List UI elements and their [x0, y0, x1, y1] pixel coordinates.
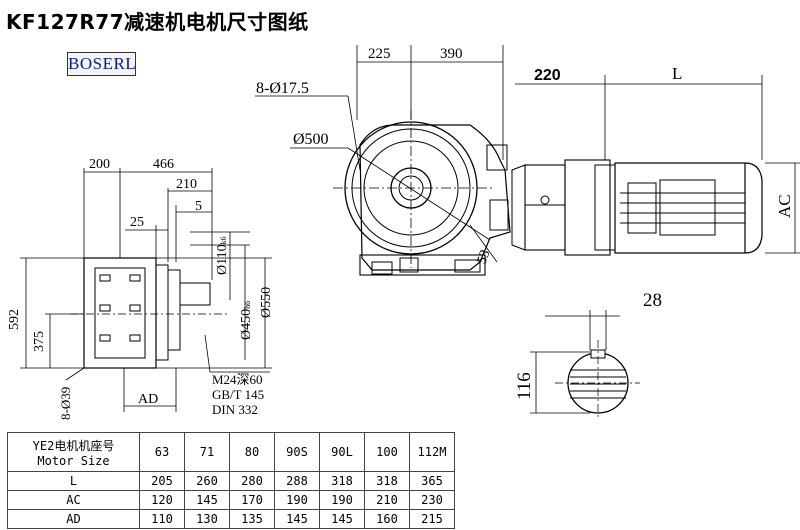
table-cell: 110 [139, 509, 185, 529]
dim-450: Ø450h6 [239, 301, 254, 340]
dim-220: 220 [534, 67, 561, 84]
dim-28: 28 [643, 290, 662, 311]
standard-din: DIN 332 [212, 402, 258, 417]
motor-body [511, 159, 763, 256]
brand-logo: BOSERL [67, 52, 136, 76]
table-cell: 160 [364, 509, 410, 529]
dim-25: 25 [130, 215, 144, 230]
table-header-cell: 90L [319, 432, 365, 472]
motor-size-table: YE2电机机座号 Motor Size 63 71 80 90S 90L 100… [7, 432, 455, 529]
table-header-cell: 80 [229, 432, 275, 472]
table-header-row: YE2电机机座号 Motor Size 63 71 80 90S 90L 100… [7, 432, 455, 472]
dim-375: 375 [32, 331, 47, 352]
table-header-cell: 90S [274, 432, 320, 472]
table-header-cell: 100 [364, 432, 410, 472]
table-header-cell: 63 [139, 432, 185, 472]
table-cell: 135 [229, 509, 275, 529]
dim-53: 53 [475, 248, 494, 266]
table-cell: 120 [139, 490, 185, 510]
table-row: L 205 260 280 288 318 318 365 [7, 471, 455, 491]
dim-110: Ø110k6 [215, 236, 230, 275]
table-cell: 210 [364, 490, 410, 510]
table-header-cell: 112M [409, 432, 455, 472]
dim-AC: AC [775, 194, 794, 218]
side-dimensions [20, 168, 272, 412]
table-cell: 280 [229, 471, 275, 491]
top-dimensions [255, 45, 800, 263]
table-header-cell: 71 [184, 432, 230, 472]
dim-466: 466 [153, 157, 174, 172]
table-cell: 288 [274, 471, 320, 491]
table-cell: 205 [139, 471, 185, 491]
table-cell: 215 [409, 509, 455, 529]
table-cell: 130 [184, 509, 230, 529]
dim-holes-17-5: 8-Ø17.5 [256, 80, 309, 97]
table-row-label: AD [7, 509, 140, 529]
shaft-section [530, 310, 640, 420]
table-cell: 318 [319, 471, 365, 491]
table-row-label: AC [7, 490, 140, 510]
dim-116: 116 [514, 372, 535, 400]
dim-592: 592 [7, 309, 22, 330]
table-cell: 145 [274, 509, 320, 529]
dim-390: 390 [440, 46, 463, 62]
table-cell: 190 [319, 490, 365, 510]
table-cell: 145 [184, 490, 230, 510]
table-row: AD 110 130 135 145 145 160 215 [7, 509, 455, 529]
flange-disc [333, 110, 492, 268]
dim-5: 5 [195, 199, 202, 214]
dim-flange-500: Ø500 [293, 131, 329, 148]
table-cell: 365 [409, 471, 455, 491]
dim-L: L [672, 64, 682, 83]
table-cell: 318 [364, 471, 410, 491]
table-cell: 145 [319, 509, 365, 529]
side-view-body [70, 257, 230, 369]
dim-AD: AD [138, 392, 158, 407]
standard-gbt: GB/T 145 [212, 387, 264, 402]
table-cell: 190 [274, 490, 320, 510]
dim-holes-39: 8-Ø39 [58, 387, 73, 420]
table-header-label: YE2电机机座号 Motor Size [7, 432, 140, 472]
table-cell: 260 [184, 471, 230, 491]
dim-550: Ø550 [259, 287, 274, 318]
table-row: AC 120 145 170 190 190 210 230 [7, 490, 455, 510]
dim-225: 225 [368, 46, 391, 62]
table-cell: 170 [229, 490, 275, 510]
gearbox-body [359, 124, 511, 276]
table-cell: 230 [409, 490, 455, 510]
dim-210: 210 [176, 177, 197, 192]
dim-200: 200 [89, 157, 110, 172]
page-title: KF127R77减速机电机尺寸图纸 [6, 10, 309, 34]
thread-spec: M24深60 [212, 372, 263, 387]
table-row-label: L [7, 471, 140, 491]
technical-drawing: 225 390 220 L 8-Ø17.5 Ø500 AC 53 28 116 … [7, 45, 800, 420]
